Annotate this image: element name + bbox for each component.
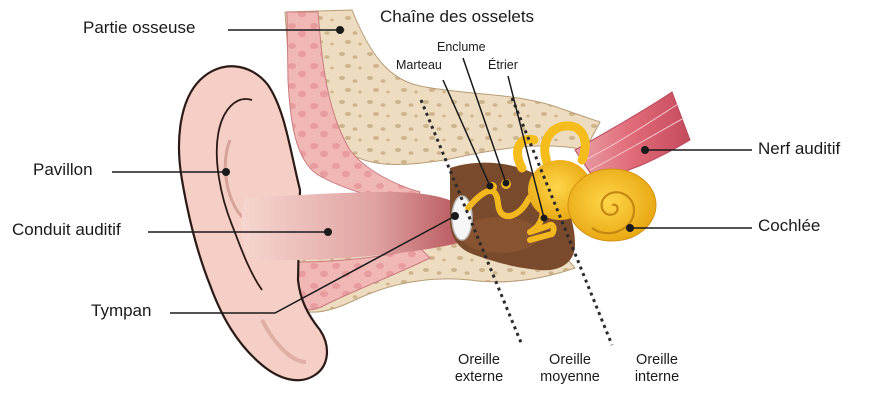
label-etrier: Étrier	[488, 58, 518, 72]
label-enclume: Enclume	[437, 40, 486, 54]
region-interne-line2: interne	[626, 369, 688, 386]
label-cochlee: Cochlée	[758, 216, 820, 236]
label-chaine-osselets: Chaîne des osselets	[380, 7, 534, 27]
label-tympan: Tympan	[91, 301, 151, 321]
label-conduit-auditif: Conduit auditif	[12, 220, 121, 240]
region-moyenne-line2: moyenne	[534, 369, 606, 386]
label-pavillon: Pavillon	[33, 160, 93, 180]
region-moyenne-line1: Oreille	[534, 352, 606, 369]
label-partie-osseuse: Partie osseuse	[83, 18, 195, 38]
region-externe-line1: Oreille	[448, 352, 510, 369]
region-externe-line2: externe	[448, 369, 510, 386]
region-oreille-externe: Oreille externe	[448, 352, 510, 386]
label-marteau: Marteau	[396, 58, 442, 72]
region-oreille-interne: Oreille interne	[626, 352, 688, 386]
region-interne-line1: Oreille	[626, 352, 688, 369]
region-oreille-moyenne: Oreille moyenne	[534, 352, 606, 386]
label-nerf-auditif: Nerf auditif	[758, 139, 840, 159]
